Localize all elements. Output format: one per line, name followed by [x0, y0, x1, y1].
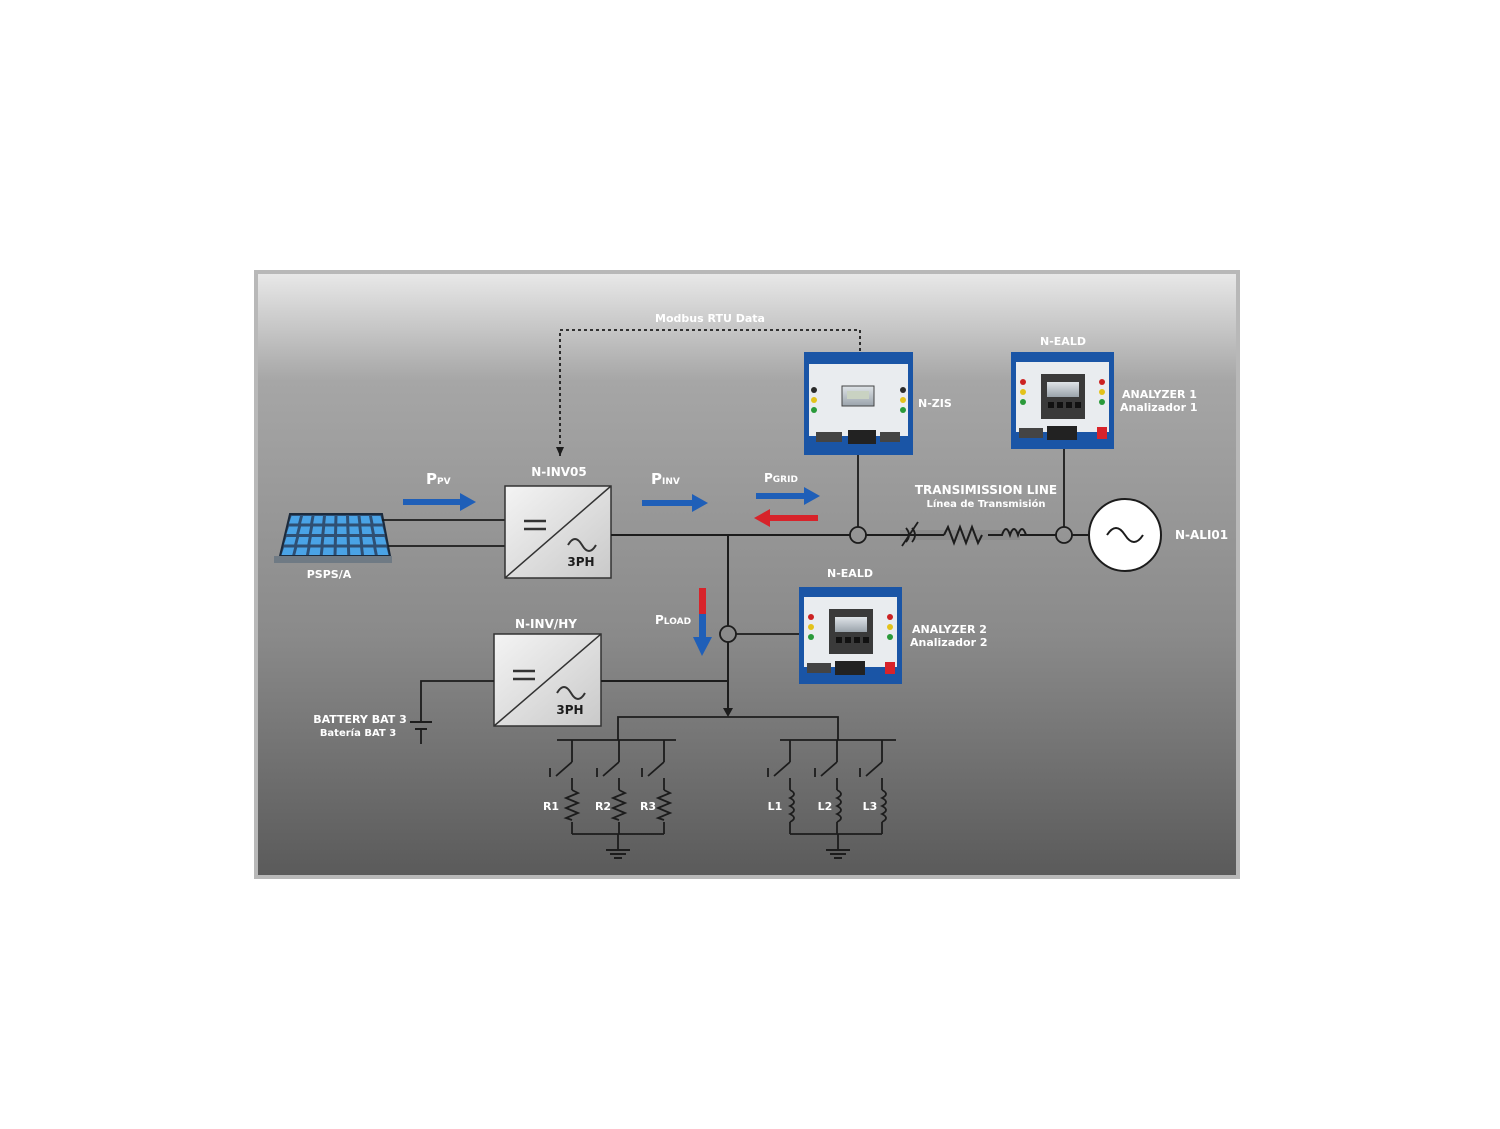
eald-bottom-label: N-EALD	[827, 567, 873, 580]
resistor-ground	[572, 833, 664, 859]
battery-es-label: Batería BAT 3	[320, 727, 396, 739]
pv-cell	[349, 547, 361, 555]
inductor-l3	[859, 740, 887, 834]
pv-panel	[274, 513, 392, 563]
analyzer1-module	[1011, 352, 1114, 449]
analyzer2-module	[799, 587, 902, 684]
ac-wave-icon	[1106, 527, 1144, 543]
inverter2-phase: 3PH	[556, 703, 583, 717]
resistor-r3	[641, 740, 673, 834]
transmission-es-label: Línea de Transmisión	[926, 498, 1045, 510]
pv-cell	[360, 516, 371, 524]
inductor-l2	[814, 740, 842, 834]
pv-cell	[310, 537, 322, 545]
pv-cell	[349, 526, 360, 534]
r3-label: R3	[640, 800, 656, 813]
pv-cell	[299, 526, 311, 534]
pv-cell	[286, 526, 299, 534]
pv-cells	[281, 516, 389, 555]
modbus-link	[559, 329, 861, 456]
transmission-line-symbol	[900, 521, 1056, 547]
pv-cell	[309, 547, 321, 555]
load-banks	[549, 740, 887, 859]
battery-wire	[420, 680, 494, 722]
ppv-arrow	[403, 493, 476, 511]
pgrid-arrows	[754, 487, 820, 527]
pv-cell	[301, 516, 312, 524]
pv-cell	[337, 516, 347, 524]
pinv-arrow	[642, 494, 708, 512]
r1-label: R1	[543, 800, 559, 813]
transmission-label: TRANSIMISSION LINE	[915, 483, 1057, 497]
load-dist-left	[617, 716, 728, 740]
pv-cell	[374, 537, 387, 545]
pinv-label: PINV	[651, 470, 680, 488]
l2-label: L2	[818, 800, 833, 813]
eald-top-label: N-EALD	[1040, 335, 1086, 348]
pv-cell	[322, 547, 334, 555]
pv-cell	[349, 537, 361, 545]
pv-cell	[284, 537, 297, 545]
pv-cell	[337, 526, 347, 534]
pload-label: PLOAD	[655, 613, 691, 627]
pv-cell	[281, 547, 295, 555]
pv-cell	[295, 547, 308, 555]
pv-cell	[289, 516, 300, 524]
pv-cell	[324, 526, 335, 534]
zis-module	[804, 352, 913, 455]
pv-cell	[373, 526, 385, 534]
zis-label: N-ZIS	[918, 397, 952, 410]
pv-cell	[362, 537, 374, 545]
inverter1-label: N-INV05	[531, 465, 587, 479]
load-bus-arrowhead	[723, 708, 733, 717]
pv-cell	[372, 516, 383, 524]
grid-source-label: N-ALI01	[1175, 528, 1228, 542]
pv-cell	[363, 547, 375, 555]
inverter2-label: N-INV/HY	[515, 617, 577, 631]
pv-cell	[336, 547, 348, 555]
pv-cell	[325, 516, 335, 524]
inverter1-box	[504, 485, 612, 579]
ppv-label: PPV	[426, 470, 451, 488]
pv-cell	[297, 537, 309, 545]
pv-cell	[376, 547, 389, 555]
pv-cell	[313, 516, 323, 524]
resistor-r2	[596, 740, 628, 834]
inductor-l1	[767, 740, 795, 834]
r2-label: R2	[595, 800, 611, 813]
analyzer2-es-label: Analizador 2	[910, 636, 987, 649]
analyzer1-label: ANALYZER 1	[1122, 388, 1197, 401]
l3-label: L3	[863, 800, 878, 813]
pgrid-label: PGRID	[764, 471, 798, 485]
pv-cell	[361, 526, 372, 534]
pv-label: PSPS/A	[307, 568, 352, 581]
modbus-label: Modbus RTU Data	[655, 312, 765, 325]
pload-arrow	[693, 588, 712, 656]
analyzer2-label: ANALYZER 2	[912, 623, 987, 636]
l1-label: L1	[768, 800, 783, 813]
resistor-r1	[549, 740, 581, 834]
inductor-ground	[790, 833, 882, 859]
pv-cell	[349, 516, 359, 524]
analyzer1-es-label: Analizador 1	[1120, 401, 1197, 414]
load-dist-right	[728, 716, 839, 740]
pv-cell	[311, 526, 323, 534]
inverter1-phase: 3PH	[567, 555, 594, 569]
pv-cell	[323, 537, 334, 545]
modbus-arrowhead	[556, 447, 564, 456]
battery-label: BATTERY BAT 3	[313, 713, 407, 726]
pv-cell	[336, 537, 347, 545]
inverter2-box	[493, 633, 602, 727]
